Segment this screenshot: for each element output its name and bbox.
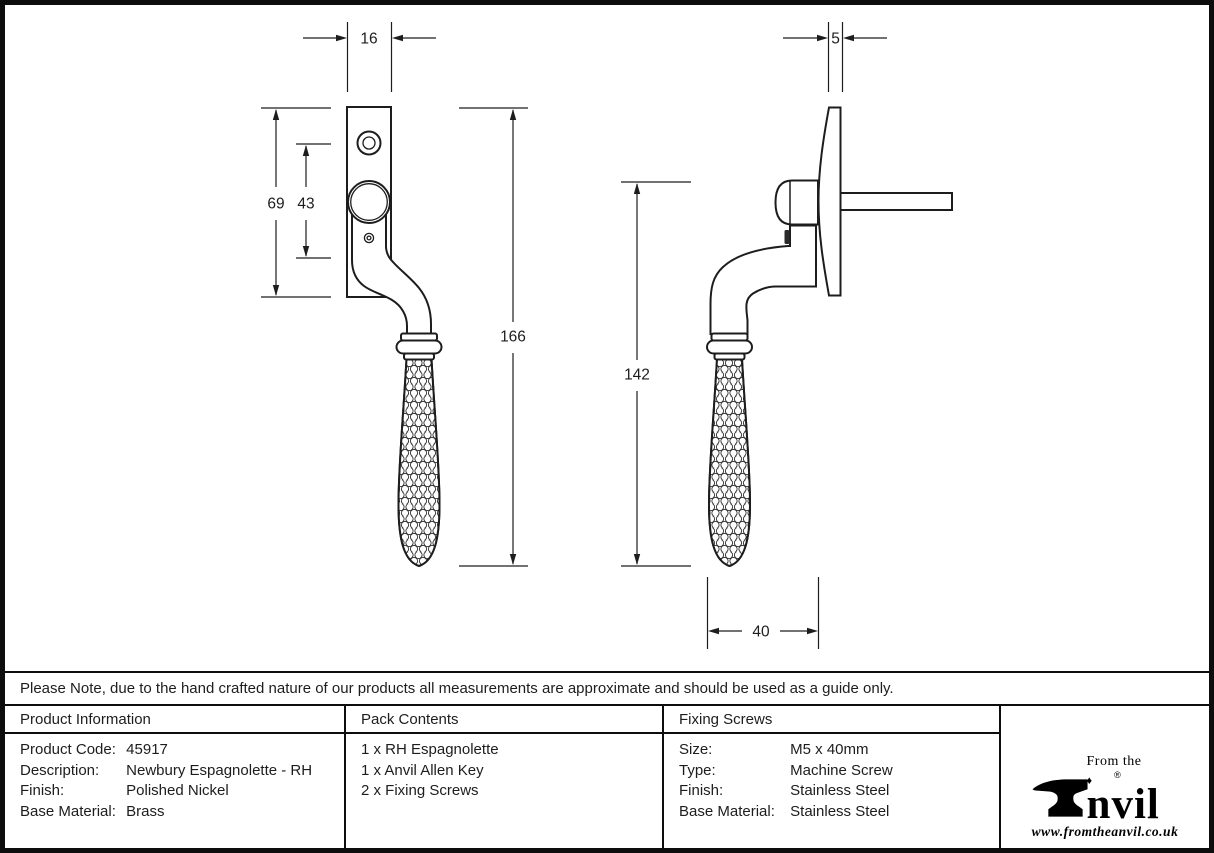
diamond-icon: ♦	[1086, 775, 1093, 787]
side-handle-arm	[709, 224, 817, 335]
row-label: Finish:	[679, 782, 724, 800]
table-row: Size: M5 x 40mm	[679, 740, 999, 761]
side-grub-screw	[784, 230, 790, 244]
table-row: Type: Machine Screw	[679, 761, 999, 782]
table-row: Description: Newbury Espagnolette - RH	[20, 761, 344, 782]
list-item: 1 x Anvil Allen Key	[361, 761, 484, 779]
pack-contents-header: Pack Contents	[346, 706, 662, 734]
dim-side-projection: 40	[706, 577, 820, 649]
dim-front-width: 16	[303, 22, 436, 92]
anvil-logo: From the ♦ ® nvil www.fromtheanvil.co.uk	[1032, 752, 1179, 840]
front-collar	[395, 332, 443, 361]
row-value: Brass	[126, 802, 165, 820]
row-value: 45917	[126, 741, 168, 758]
svg-text:16: 16	[360, 31, 377, 48]
pack-contents-column: Pack Contents 1 x RH Espagnolette 1 x An…	[346, 706, 664, 848]
technical-drawing-area: 16 69	[5, 5, 1209, 671]
anvil-icon	[1032, 779, 1088, 817]
note-text: Please Note, due to the hand crafted nat…	[20, 680, 894, 697]
svg-text:142: 142	[624, 367, 650, 384]
product-information-header: Product Information	[5, 706, 344, 734]
row-value: Machine Screw	[790, 761, 893, 779]
dim-front-hole-spacing: 43	[296, 143, 331, 259]
row-label: Size:	[679, 741, 713, 758]
row-label: Finish:	[20, 782, 65, 800]
front-fixing-hole	[356, 130, 382, 156]
row-label: Base Material:	[20, 802, 116, 820]
registered-mark: ®	[1114, 770, 1121, 780]
logo-website: www.fromtheanvil.co.uk	[1031, 824, 1179, 839]
svg-text:40: 40	[752, 624, 770, 641]
svg-text:5: 5	[831, 31, 840, 48]
list-item: 2 x Fixing Screws	[361, 782, 479, 800]
svg-text:43: 43	[297, 196, 314, 213]
dim-side-plate-thickness: 5	[783, 22, 887, 92]
technical-drawing: 16 69	[261, 22, 953, 649]
row-label: Base Material:	[679, 802, 775, 820]
front-view-drawing	[346, 106, 443, 567]
dim-side-handle-length: 142	[621, 181, 691, 567]
row-value: Stainless Steel	[790, 782, 890, 800]
side-knob	[774, 179, 819, 226]
product-information-column: Product Information Product Code: 45917 …	[5, 706, 346, 848]
table-row: Base Material: Stainless Steel	[679, 802, 999, 823]
side-spindle	[839, 192, 953, 211]
svg-text:166: 166	[500, 329, 526, 346]
fixing-screws-column: Fixing Screws Size: M5 x 40mm Type: Mach…	[664, 706, 1001, 848]
row-value: Polished Nickel	[126, 782, 229, 800]
row-value: M5 x 40mm	[790, 741, 869, 758]
info-table: Product Information Product Code: 45917 …	[5, 704, 1209, 848]
note-bar: Please Note, due to the hand crafted nat…	[5, 671, 1209, 704]
row-value: Stainless Steel	[790, 802, 890, 820]
fixing-screws-header: Fixing Screws	[664, 706, 999, 734]
brand-logo-cell: From the ♦ ® nvil www.fromtheanvil.co.uk	[1001, 706, 1209, 848]
table-row: Base Material: Brass	[20, 802, 344, 823]
row-label: Description:	[20, 761, 100, 779]
logo-brand-text: nvil	[1086, 781, 1160, 828]
row-value: Newbury Espagnolette - RH	[126, 761, 313, 779]
row-label: Product Code:	[20, 741, 116, 758]
front-knob	[347, 180, 391, 224]
side-collar	[706, 332, 753, 361]
dimension-annotations: 16 69	[261, 22, 887, 649]
list-item: 1 x RH Espagnolette	[361, 741, 499, 758]
row-label: Type:	[679, 761, 716, 779]
front-grub-screw	[363, 232, 375, 244]
table-row: Finish: Polished Nickel	[20, 781, 344, 802]
table-row: Finish: Stainless Steel	[679, 781, 999, 802]
dim-front-plate-height: 69	[261, 107, 331, 298]
logo-tagline: From the	[1086, 754, 1142, 769]
table-row: Product Code: 45917	[20, 740, 344, 761]
dim-front-overall-length: 166	[459, 107, 528, 567]
side-backplate	[817, 106, 842, 297]
side-view-drawing	[706, 106, 953, 567]
svg-text:69: 69	[267, 196, 284, 213]
